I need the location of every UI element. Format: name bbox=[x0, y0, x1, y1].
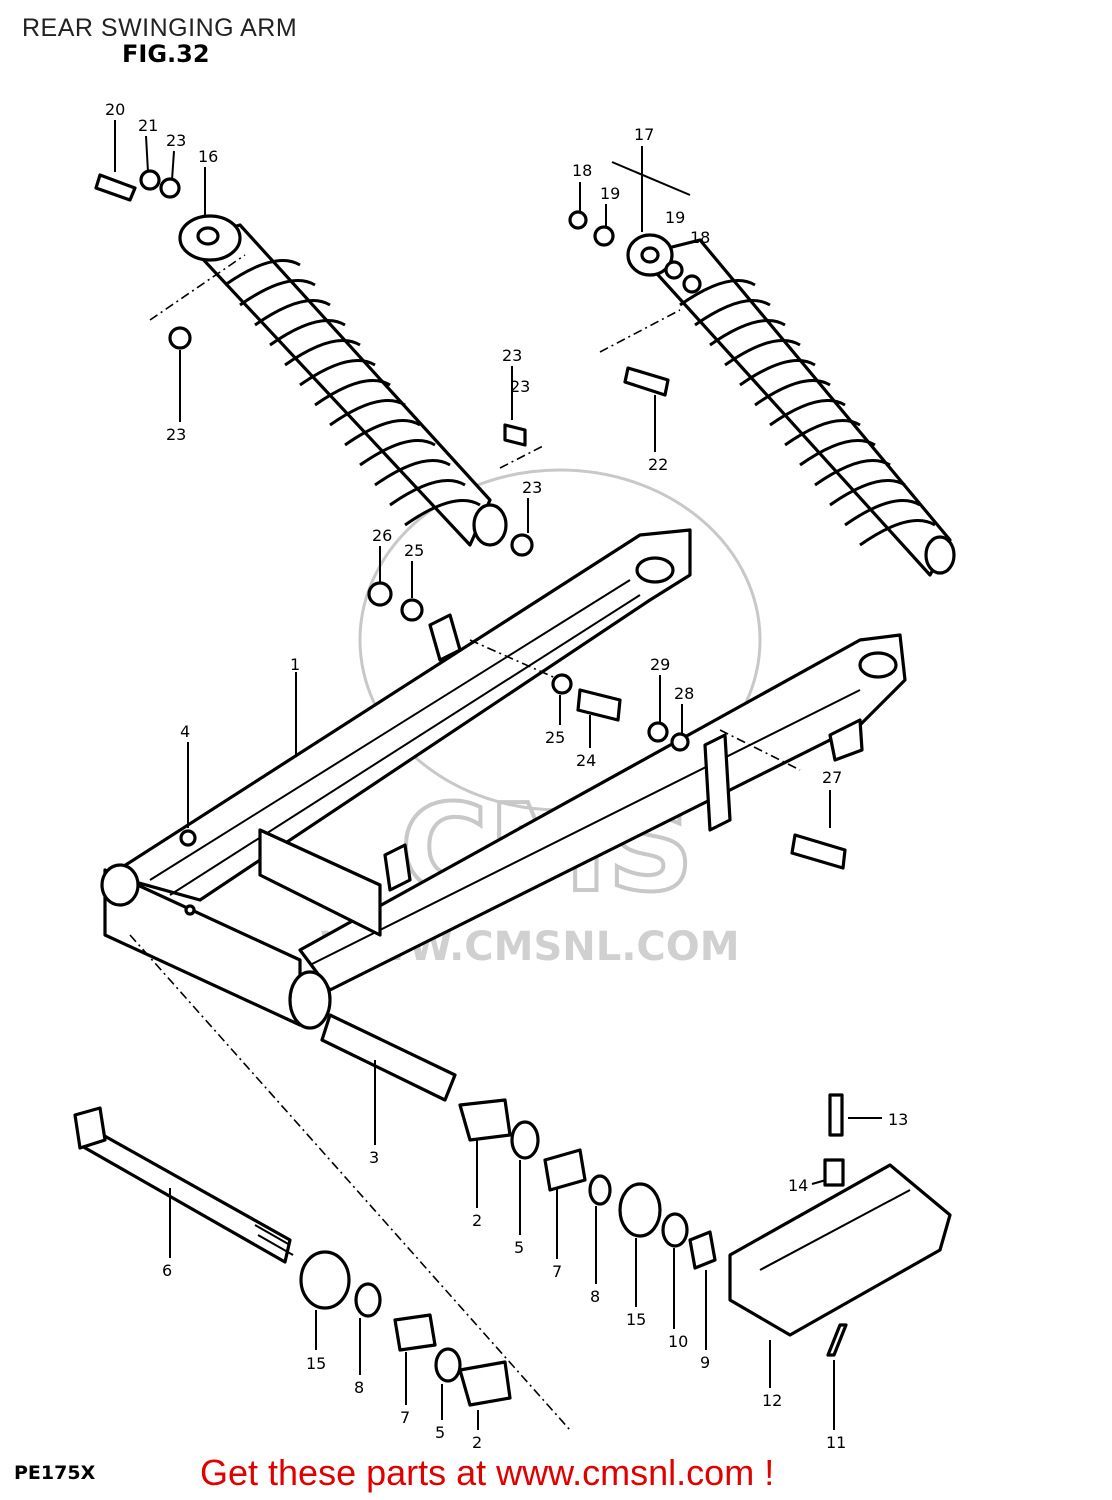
right-shock-hardware bbox=[568, 210, 702, 397]
callout-2: 2 bbox=[472, 1433, 482, 1452]
page-title: REAR SWINGING ARM bbox=[22, 14, 298, 42]
callout-25: 25 bbox=[545, 728, 565, 747]
callout-5: 5 bbox=[435, 1423, 445, 1442]
callout-19: 19 bbox=[665, 208, 685, 227]
callout-26: 26 bbox=[372, 526, 392, 545]
callout-13: 13 bbox=[888, 1110, 908, 1129]
callout-20: 20 bbox=[105, 100, 125, 119]
callout-23: 23 bbox=[166, 131, 186, 150]
figure-label: FIG.32 bbox=[122, 40, 210, 68]
callout-4: 4 bbox=[180, 722, 190, 741]
callout-17: 17 bbox=[634, 125, 654, 144]
callout-11: 11 bbox=[826, 1433, 846, 1452]
swing-arm-hardware bbox=[179, 673, 847, 916]
chain-guard bbox=[728, 1093, 952, 1357]
pivot-parts bbox=[73, 934, 717, 1431]
callout-14: 14 bbox=[788, 1176, 808, 1195]
callout-21: 21 bbox=[138, 116, 158, 135]
callout-15: 15 bbox=[306, 1354, 326, 1373]
callout-19: 19 bbox=[600, 184, 620, 203]
callout-18: 18 bbox=[690, 228, 710, 247]
callout-29: 29 bbox=[650, 655, 670, 674]
callout-23: 23 bbox=[502, 346, 522, 365]
cta-banner[interactable]: Get these parts at www.cmsnl.com ! bbox=[200, 1452, 775, 1493]
callout-9: 9 bbox=[700, 1353, 710, 1372]
callout-10: 10 bbox=[668, 1332, 688, 1351]
callout-15: 15 bbox=[626, 1310, 646, 1329]
callout-24: 24 bbox=[576, 751, 596, 770]
callout-25: 25 bbox=[404, 541, 424, 560]
right-shock-absorber bbox=[626, 233, 956, 577]
callout-7: 7 bbox=[552, 1262, 562, 1281]
leader-lines bbox=[114, 120, 882, 1430]
callout-23: 23 bbox=[522, 478, 542, 497]
callout-12: 12 bbox=[762, 1391, 782, 1410]
callout-23: 23 bbox=[166, 425, 186, 444]
model-code: PE175X bbox=[14, 1462, 96, 1484]
callout-2: 2 bbox=[472, 1211, 482, 1230]
callout-3: 3 bbox=[369, 1148, 379, 1167]
swing-arm bbox=[100, 528, 907, 1030]
left-shock-absorber bbox=[178, 214, 508, 547]
callout-1: 1 bbox=[290, 655, 300, 674]
callout-8: 8 bbox=[354, 1378, 364, 1397]
callout-23b: 23 bbox=[510, 377, 530, 396]
callout-labels: 20 21 23 16 17 18 19 19 18 23 23 23 22 2… bbox=[105, 100, 908, 1452]
callout-28: 28 bbox=[674, 684, 694, 703]
callout-22: 22 bbox=[648, 455, 668, 474]
callout-5: 5 bbox=[514, 1238, 524, 1257]
left-shock-hardware bbox=[94, 169, 546, 622]
callout-6: 6 bbox=[162, 1261, 172, 1280]
callout-27: 27 bbox=[822, 768, 842, 787]
callout-8: 8 bbox=[590, 1287, 600, 1306]
callout-7: 7 bbox=[400, 1408, 410, 1427]
callout-16: 16 bbox=[198, 147, 218, 166]
callout-18: 18 bbox=[572, 161, 592, 180]
